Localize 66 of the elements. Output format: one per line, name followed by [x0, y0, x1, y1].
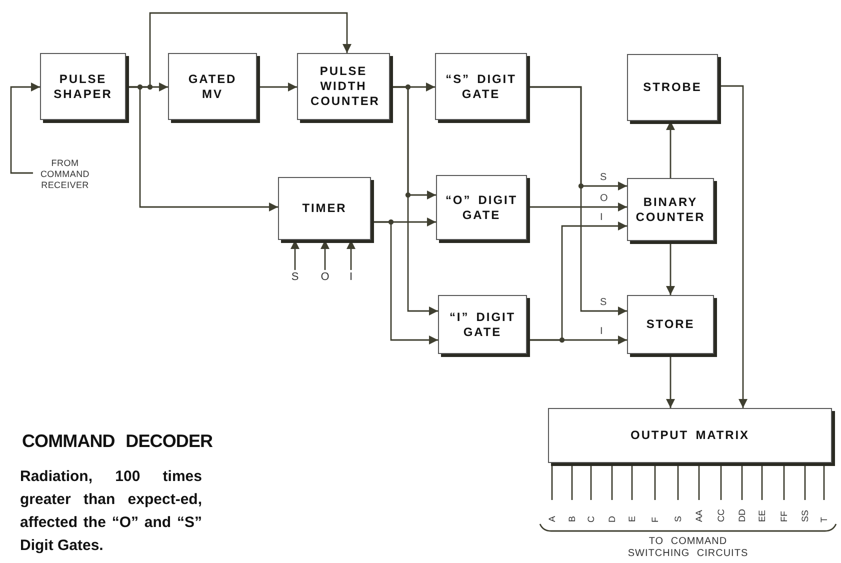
- block-box: PULSE SHAPER: [40, 53, 126, 120]
- arrow: [527, 202, 627, 212]
- input-label: O: [319, 270, 331, 284]
- block-box: STROBE: [627, 54, 718, 121]
- connector-line: [551, 463, 553, 500]
- connector-line: [631, 463, 633, 500]
- arrow: [126, 86, 278, 212]
- arrow: [10, 82, 40, 174]
- edge-label: I: [599, 327, 604, 337]
- connector-line: [823, 463, 825, 500]
- block-box: TIMER: [278, 177, 371, 240]
- output-label: C: [585, 500, 597, 522]
- connector-line: [741, 463, 743, 500]
- connector-line: [720, 463, 722, 500]
- output-label: EE: [756, 500, 768, 522]
- connector-line: [761, 463, 763, 500]
- output-label: AA: [693, 500, 705, 522]
- source-label: FROM COMMAND RECEIVER: [33, 158, 97, 192]
- arrow: [527, 336, 627, 344]
- arrow: [666, 354, 675, 408]
- output-bus-label: TO COMMAND SWITCHING CIRCUITS: [626, 536, 750, 560]
- output-label: S: [672, 500, 684, 522]
- block-box: “S” DIGIT GATE: [435, 53, 527, 120]
- connector-line: [783, 463, 785, 500]
- block-box: GATED MV: [168, 53, 257, 120]
- output-label: DD: [736, 500, 748, 522]
- block-box: STORE: [627, 295, 714, 354]
- arrow: [320, 240, 330, 270]
- connector-line: [654, 463, 656, 500]
- connector-line: [698, 463, 700, 500]
- output-label: A: [546, 500, 558, 522]
- arrow: [371, 221, 438, 344]
- input-label: I: [345, 270, 357, 284]
- input-label: S: [289, 270, 301, 284]
- arrow: [666, 121, 675, 178]
- output-label: E: [626, 500, 638, 522]
- arrow: [666, 241, 675, 295]
- output-label: T: [818, 500, 830, 522]
- block-box: OUTPUT MATRIX: [548, 408, 832, 463]
- block-box: BINARY COUNTER: [627, 178, 714, 241]
- output-label: D: [606, 500, 618, 522]
- connector-line: [611, 463, 613, 500]
- output-label: F: [649, 500, 661, 522]
- edge-label: I: [599, 213, 604, 223]
- output-label: SS: [799, 500, 811, 522]
- connector-line: [804, 463, 806, 500]
- connector-line: [590, 463, 592, 500]
- title: COMMAND DECODER: [22, 430, 213, 453]
- edge-label: S: [599, 298, 608, 308]
- arrow: [346, 240, 356, 270]
- block-box: “O” DIGIT GATE: [436, 175, 527, 240]
- arrow: [290, 240, 300, 270]
- edge-label: S: [599, 173, 608, 183]
- edge-label: O: [599, 194, 609, 204]
- output-label: CC: [715, 500, 727, 522]
- arrow: [527, 86, 627, 316]
- caption: Radiation, 100 times greater than expect-ed, affected the “O” and “S” Digit Gates.: [20, 467, 202, 556]
- arrow: [718, 85, 748, 408]
- arrow: [390, 86, 438, 316]
- block-box: PULSE WIDTH COUNTER: [297, 53, 390, 120]
- connector-line: [677, 463, 679, 500]
- output-label: B: [566, 500, 578, 522]
- connector-line: [571, 463, 573, 500]
- output-label: FF: [778, 500, 790, 522]
- arrow: [257, 82, 297, 92]
- block-box: “I” DIGIT GATE: [438, 295, 527, 354]
